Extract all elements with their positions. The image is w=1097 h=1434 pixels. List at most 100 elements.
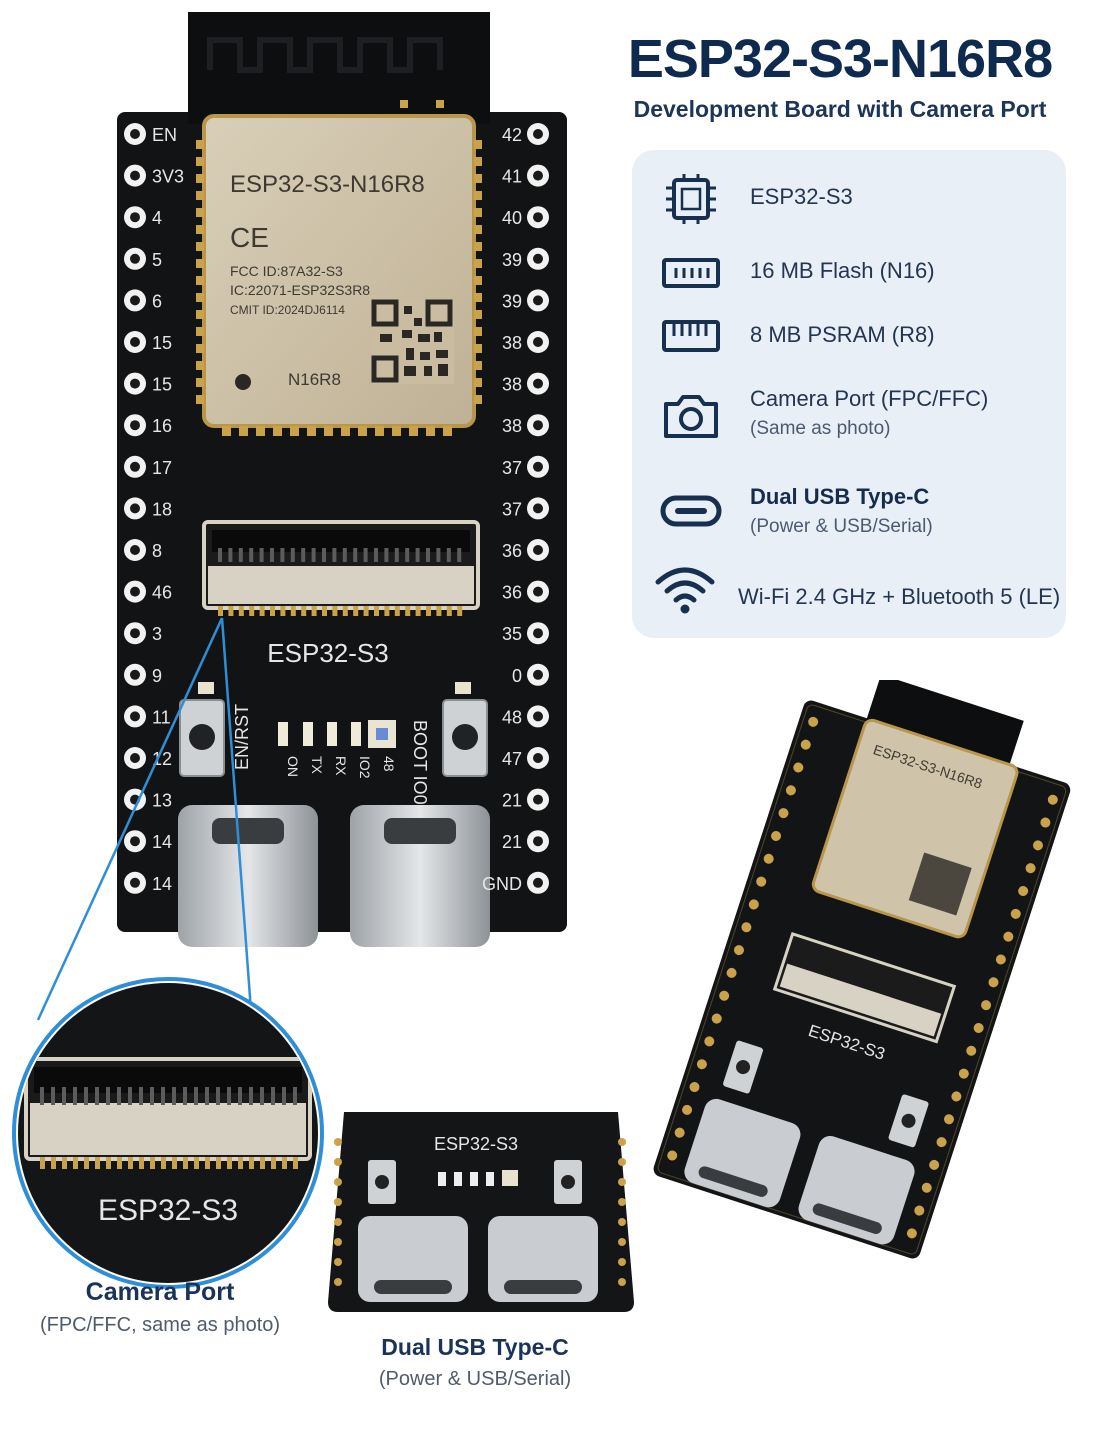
fpc-contact [84,1087,88,1105]
header-pin [667,1150,678,1161]
header-pin [756,876,767,887]
module-pad [196,140,204,149]
flash-memory-icon [662,258,720,288]
fpc-contact [405,606,411,616]
page-subtitle: Development Board with Camera Port [633,96,1047,122]
header-pin [906,1228,917,1239]
led-label-tx: TX [309,756,325,775]
header-pin [995,954,1006,965]
fpc-contact [216,1157,221,1169]
module-pad [474,293,482,302]
spec-main: Wi-Fi 2.4 GHz + Bluetooth 5 (LE) [738,584,1061,609]
fpc-contact [457,548,462,562]
module-pad [474,276,482,285]
fpc-contact [73,1157,78,1169]
module-pad [341,426,350,436]
fpc-contact [194,1157,199,1169]
header-pin [771,830,782,841]
qr-code-icon [371,299,454,384]
boot-button[interactable] [442,699,488,777]
fpc-contact [293,1157,298,1169]
usb-c-port-left[interactable] [178,805,318,947]
fpc-contact [218,548,222,562]
pin-label-left: 18 [152,499,172,519]
fpc-contact [426,548,430,562]
fpc-contact [282,1157,287,1169]
fpc-contact [249,606,255,616]
module-pad [196,208,204,217]
status-leds [278,720,396,748]
pin-label-left: 15 [152,375,172,395]
zoom-label: ESP32-S3 [98,1194,238,1227]
fpc-contact [353,606,359,616]
usb-caption-title: Dual USB Type-C [381,1334,569,1360]
pin-label-left: 13 [152,791,172,811]
pin-label-left: 11 [152,707,171,727]
pin-label-right: 39 [502,250,522,270]
pin-label-right: 35 [502,624,522,644]
header-pin [929,1159,940,1170]
fpc-contact [394,548,399,562]
camera-icon [664,395,718,438]
fpc-contact [353,548,358,562]
spec-card: ESP32-S3 16 MB Flash (N16) 8 MB PSRAM (R… [632,150,1066,638]
fpc-contact [271,1157,276,1169]
fpc-contact [363,606,369,616]
header-pin [808,716,819,727]
module-pad [474,191,482,200]
fpc-contact [228,548,233,562]
module-pad [474,378,482,387]
header-pin [981,1000,992,1011]
pin-label-right: 36 [502,583,522,603]
silk-label: ESP32-S3 [267,638,388,668]
module-pad [426,426,435,436]
fpc-contact [446,548,451,562]
fpc-contact [216,1087,220,1105]
spec-main: Dual USB Type-C [750,484,930,509]
fpc-contact [436,548,441,562]
fpc-contact [249,1087,253,1105]
en-rst-button[interactable] [179,699,225,777]
module-pad [375,426,384,436]
module-pad [392,426,401,436]
usb-closeup-photo: ESP32-S3 [328,1112,634,1312]
fpc-contact [227,1087,231,1105]
fpc-contact [117,1157,122,1169]
fpc-contact [446,606,452,616]
module-pad [196,327,204,336]
module-pad [474,140,482,149]
fpc-contact [384,548,389,562]
fpc-contact [342,548,347,562]
header-pin [1032,840,1043,851]
spec-main: 16 MB Flash (N16) [750,258,935,283]
fpc-contact [128,1157,133,1169]
module-pad [196,242,204,251]
pin-label-right: 48 [502,707,522,727]
module-pad [196,191,204,200]
spec-row-wireless: Wi-Fi 2.4 GHz + Bluetooth 5 (LE) [632,564,1066,620]
fpc-contact [374,548,378,562]
header-pin [1025,863,1036,874]
led-label-rx: RX [333,756,349,776]
header-pin [682,1104,693,1115]
fpc-contact [139,1087,143,1105]
fcc-id: FCC ID:87A32-S3 [230,263,343,279]
header-pin [719,990,730,1001]
pin-label-left: 3V3 [152,167,184,187]
module-pad [474,242,482,251]
usb-c-port-right[interactable] [350,805,490,947]
module-pad [222,426,231,436]
module-pad [474,208,482,217]
header-pin [800,739,811,750]
header-pin [958,1068,969,1079]
pin-label-right: 39 [502,291,522,311]
module-code: N16R8 [288,370,341,389]
spec-row-usb: Dual USB Type-C (Power & USB/Serial) [632,482,1066,546]
fpc-contact [218,606,223,616]
header-pin [674,1127,685,1138]
header-pin [1003,931,1014,942]
header-pin [914,1205,925,1216]
header-pin [696,1059,707,1070]
header-pin [966,1045,977,1056]
pin-label-left: 5 [152,250,162,270]
